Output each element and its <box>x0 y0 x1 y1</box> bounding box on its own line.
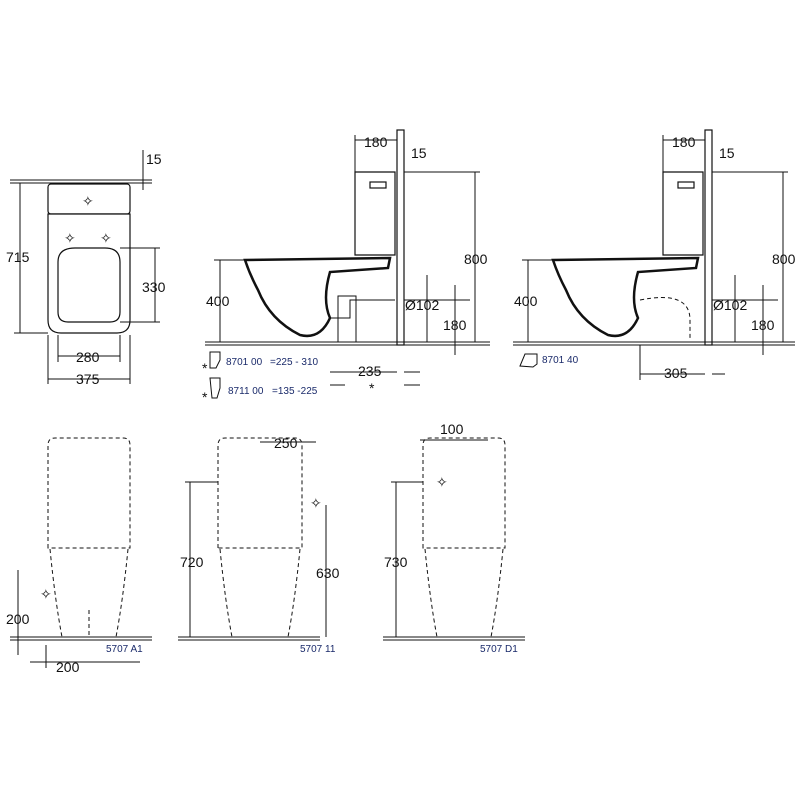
fitting-code: 8701 40 <box>542 355 579 366</box>
dim-wall-gap: 15 <box>719 145 735 161</box>
elbow-fitting-icon <box>209 351 221 369</box>
dim-inlet-offset: 200 <box>56 659 80 675</box>
dim-seat-width: 280 <box>76 349 100 365</box>
top-view: ✧ ✧ ✧ 715 15 330 280 375 <box>6 150 166 387</box>
dim-inlet-height: 630 <box>316 565 340 581</box>
wall <box>396 129 405 346</box>
dim-pipe-diameter: Ø102 <box>405 297 439 313</box>
dim-outlet-distance: 235 <box>358 363 382 379</box>
flush-button <box>677 181 695 189</box>
outlet-pipe <box>639 297 691 340</box>
dim-offset: 15 <box>146 151 162 167</box>
fitting-range: =135 -225 <box>272 386 318 397</box>
inlet-icon: ✧ <box>40 586 52 602</box>
dim-height: 800 <box>772 251 796 267</box>
fitting-marker: * <box>202 389 208 405</box>
dim-pipe-diameter: Ø102 <box>713 297 747 313</box>
dim-seat-height: 400 <box>206 293 230 309</box>
fitting-marker: * <box>202 360 208 376</box>
cistern <box>354 171 396 256</box>
straight-fitting-icon <box>209 377 221 399</box>
product-code: 5707 11 <box>300 644 336 655</box>
elbow-fitting-icon <box>519 353 538 368</box>
front-view-2: 250 720 ✧ 630 5707 11 <box>178 435 340 655</box>
dim-seat-height: 400 <box>514 293 538 309</box>
front-view-1: ✧ 200 200 5707 A1 <box>6 437 152 675</box>
bowl-profile <box>551 256 700 338</box>
product-code: 5707 D1 <box>480 644 518 655</box>
dim-depth: 715 <box>6 249 30 265</box>
bowl-profile <box>243 256 392 338</box>
dim-tank-height: 720 <box>180 554 204 570</box>
dim-tank-height: 730 <box>384 554 408 570</box>
dim-inlet-spacing: 250 <box>274 435 298 451</box>
cistern <box>662 171 704 256</box>
side-view-2: 180 15 800 400 Ø102 180 305 8701 40 <box>513 129 796 381</box>
dim-tank-depth: 180 <box>364 134 388 150</box>
side-view-1: 180 15 800 400 Ø102 180 235 * * 8701 00 … <box>202 129 490 405</box>
fitting-code: 8701 00 <box>226 357 263 368</box>
dim-height: 800 <box>464 251 488 267</box>
fitting-range: =225 - 310 <box>270 357 319 368</box>
product-code: 5707 A1 <box>106 644 143 655</box>
seat-outline <box>57 247 121 323</box>
dim-tank-depth: 180 <box>672 134 696 150</box>
dim-pipe-height: 180 <box>751 317 775 333</box>
front-view-3: 100 ✧ 730 5707 D1 <box>383 421 525 655</box>
dim-wall-gap: 15 <box>411 145 427 161</box>
connector <box>337 295 357 343</box>
dim-inlet-spacing: 100 <box>440 421 464 437</box>
inlet-icon: ✧ <box>310 495 322 511</box>
inlet-icon: ✧ <box>436 474 448 490</box>
fixing-point-icon: ✧ <box>64 230 76 246</box>
dim-inlet-height: 200 <box>6 611 30 627</box>
dim-seat-depth: 330 <box>142 279 166 295</box>
fixing-point-icon: ✧ <box>100 230 112 246</box>
fitting-code: 8711 00 <box>228 386 264 397</box>
outlet-pipe <box>330 299 395 319</box>
flush-icon: ✧ <box>82 193 94 209</box>
dim-outlet-distance: 305 <box>664 365 688 381</box>
flush-button <box>369 181 387 189</box>
dim-pipe-height: 180 <box>443 317 467 333</box>
dim-total-width: 375 <box>76 371 100 387</box>
wall <box>704 129 713 346</box>
footnote-asterisk: * <box>369 380 375 396</box>
